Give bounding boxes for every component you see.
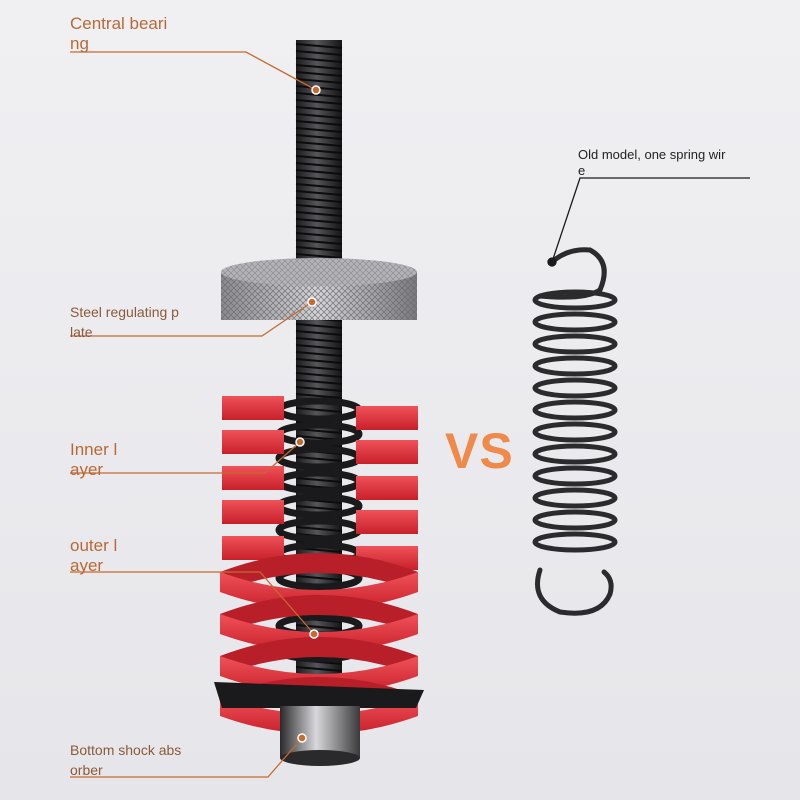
bottom-shock-absorber	[214, 682, 424, 766]
inner-layer-red-spring	[222, 396, 418, 570]
leader-dots	[295, 85, 321, 743]
steel-regulating-plate	[221, 258, 417, 320]
old-model-leader	[547, 177, 750, 267]
old-model-spring	[532, 247, 618, 616]
vs-text: VS	[445, 423, 514, 479]
leader-lines	[70, 51, 317, 778]
